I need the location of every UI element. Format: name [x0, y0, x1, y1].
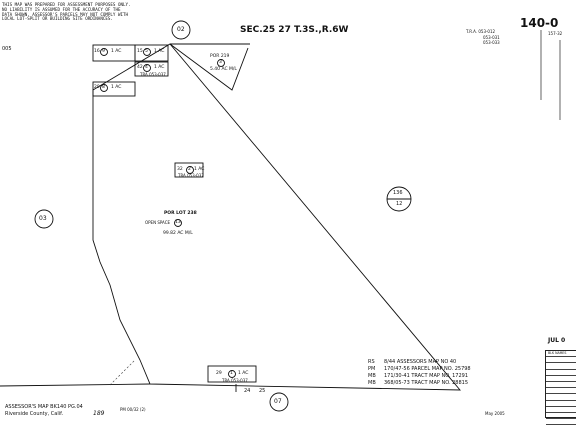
- footer-ref-code-3: MB: [368, 373, 376, 379]
- parcel-29-top-sub: 8: [102, 85, 105, 90]
- parcel-32-id: 32: [177, 167, 183, 172]
- parcel-29-bottom-tra: TRA 053-037: [222, 378, 248, 383]
- parcel-32-area: 1 AC: [194, 167, 205, 172]
- section-title: SEC.25 27 T.3S.,R.6W: [240, 25, 349, 35]
- legend-row: [546, 357, 576, 364]
- footer-sheet: 189: [93, 410, 105, 417]
- parcel-32-sub: 2: [188, 167, 191, 172]
- footer-assessor-map: ASSESSOR'S MAP BK140 PG.04: [5, 404, 83, 410]
- parcel-219-sub: 3: [219, 60, 222, 65]
- disclaimer-text: THIS MAP WAS PREPARED FOR ASSESSMENT PUR…: [2, 2, 131, 22]
- parcel-16-area: 1 AC: [111, 49, 122, 54]
- section-number-25: 25: [259, 388, 266, 394]
- parcel-238-id: POR LOT 238: [164, 211, 197, 216]
- parcel-circle-2: [186, 166, 194, 174]
- legend-row: [546, 401, 576, 407]
- tra-label: T.R.A. 053-012: [466, 29, 496, 34]
- footer-ref-text-3: 171/30-41 TRACT MAP NO. 17291: [384, 373, 469, 379]
- parcel-box-42: [134, 61, 169, 77]
- footer-county: Riverside County, Calif.: [5, 411, 64, 417]
- footer-ref-code-1: RS: [368, 359, 375, 365]
- legend-row: [546, 413, 576, 420]
- lot-line-diag: [169, 43, 249, 91]
- footer-sheet-ref: PM 00/32 (2): [120, 407, 146, 412]
- parcel-circle-1: [228, 370, 236, 378]
- tra-code-2: 053-033: [483, 40, 500, 45]
- legend-row: [546, 388, 576, 395]
- footer-ref-text-2: 170/47-56 PARCEL MAP NO. 25798: [384, 366, 471, 372]
- parcel-box-32: [174, 162, 204, 178]
- map-code-top: 02: [177, 26, 185, 33]
- legend-row-header: BLK NAMES: [546, 351, 576, 358]
- parcel-16-id: 16: [94, 49, 100, 54]
- footer-ref-code-4: MB: [368, 380, 376, 386]
- parcel-circle-9: [100, 48, 108, 56]
- legend-table: BLK NAMES: [545, 350, 576, 426]
- parcel-box-15: [134, 44, 169, 62]
- section-number-24: 24: [244, 388, 251, 394]
- parcel-circle-8: [100, 84, 108, 92]
- parcel-238-sub: 13: [175, 220, 181, 225]
- legend-row: [546, 419, 576, 426]
- parcel-circle-5: [143, 48, 151, 56]
- dashed-easement: [109, 359, 136, 386]
- legend-row: [546, 407, 576, 413]
- adjacent-map-south: 07: [274, 398, 282, 405]
- footer-ref-text-1: 8/44 ASSESSORS MAP NO 40: [384, 359, 457, 365]
- parcel-29-top-id: 29: [94, 85, 100, 90]
- footer-ref-text-4: 368/05-73 TRACT MAP NO. 28815: [384, 380, 469, 386]
- parcel-29-bottom-area: 1 AC: [238, 371, 249, 376]
- footer-date: May 2005: [485, 411, 505, 416]
- legend-row: [546, 382, 576, 389]
- parcel-circle-3: [217, 59, 225, 67]
- map-ref-circle-07: [269, 392, 289, 412]
- parcel-boundary-main: [92, 43, 461, 391]
- adjacent-map-east-bottom: 12: [396, 201, 403, 207]
- parcel-238-note: OPEN SPACE: [145, 220, 171, 225]
- parcel-238-area: 99.82 AC M/L: [163, 231, 193, 236]
- parcel-42-tra: TRA 053-037: [140, 72, 166, 77]
- parcel-42-area: 1 AC: [154, 65, 165, 70]
- legend-row: [546, 394, 576, 401]
- footer-ref-code-2: PM: [368, 366, 376, 372]
- parcel-29-bottom-id: 29: [216, 371, 222, 376]
- adjacent-map-west: 03: [39, 215, 47, 222]
- parcel-circle-13: [174, 219, 182, 227]
- parcel-15-area: 1 AC: [154, 49, 165, 54]
- legend-row: [546, 376, 576, 382]
- tra-code-1: 053-031: [483, 35, 500, 40]
- legend-row: [546, 363, 576, 370]
- parcel-circle-4: [143, 64, 151, 72]
- parcel-219-id: POR 219: [210, 54, 230, 59]
- parcel-219-area: 5.40 AC M/L: [210, 67, 237, 72]
- map-ref-circle-03: [34, 209, 54, 229]
- parcel-box-29-bottom: [207, 365, 257, 383]
- parcel-29-top-area: 1 AC: [111, 85, 122, 90]
- adjacent-map-east-top: 136: [393, 190, 403, 196]
- parcel-42-sub: 4: [145, 65, 148, 70]
- book-number: 140-0: [520, 16, 559, 30]
- parcel-16-sub: 9: [102, 49, 105, 54]
- book-sub: 157-32: [548, 31, 563, 36]
- section-line-bottom: [0, 383, 151, 387]
- parcel-29-bottom-sub: 1: [230, 371, 233, 376]
- parcel-15-sub: 5: [145, 49, 148, 54]
- parcel-15-id: 15: [137, 49, 143, 54]
- parcel-42-id: 42: [137, 65, 143, 70]
- map-ref-circle-02: [171, 20, 191, 40]
- parcel-32-tra: TRA 053-037: [178, 173, 204, 178]
- legend-row: [546, 370, 576, 376]
- parcel-box-29-top: [92, 81, 136, 97]
- jul-label: JUL 0: [548, 337, 566, 344]
- top-left-code: 005: [2, 46, 12, 52]
